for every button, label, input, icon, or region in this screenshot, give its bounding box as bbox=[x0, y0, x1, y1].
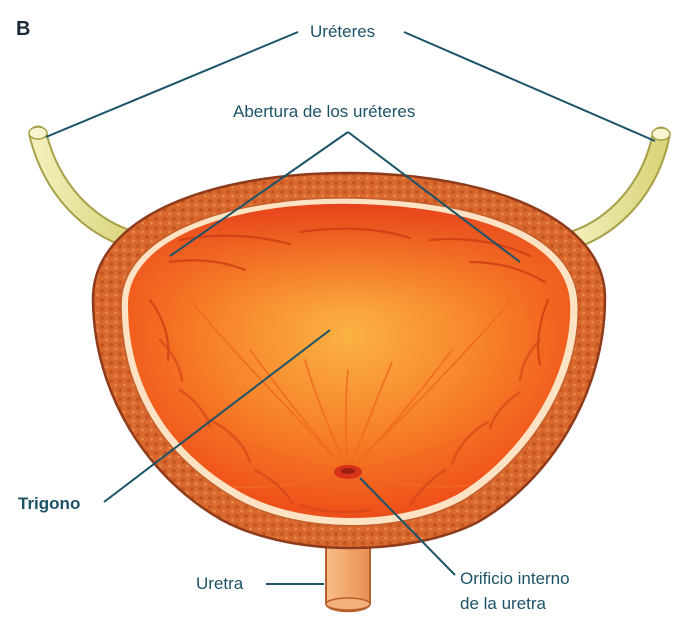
leader-ureteres-left bbox=[45, 31, 299, 138]
label-uretra: Uretra bbox=[196, 574, 244, 593]
panel-letter: B bbox=[16, 18, 31, 40]
leader-abertura-left bbox=[169, 131, 349, 257]
leader-abertura-right bbox=[347, 131, 521, 263]
label-abertura-ureteres: Abertura de los uréteres bbox=[233, 102, 416, 121]
bladder-interior bbox=[128, 203, 571, 519]
label-orificio-line2: de la uretra bbox=[460, 594, 546, 613]
left-ureter bbox=[28, 125, 142, 250]
label-orificio-interno: Orificio interno de la uretra bbox=[460, 566, 570, 616]
urethra bbox=[325, 539, 371, 613]
leader-lines bbox=[45, 31, 656, 585]
leader-ureteres-right bbox=[403, 31, 656, 142]
right-ureter bbox=[563, 126, 671, 250]
label-ureteres: Uréteres bbox=[310, 22, 376, 41]
label-orificio-line1: Orificio interno bbox=[460, 569, 570, 588]
label-trigono: Trigono bbox=[18, 494, 81, 513]
leader-orificio bbox=[359, 477, 456, 576]
leader-trigono bbox=[103, 329, 331, 503]
